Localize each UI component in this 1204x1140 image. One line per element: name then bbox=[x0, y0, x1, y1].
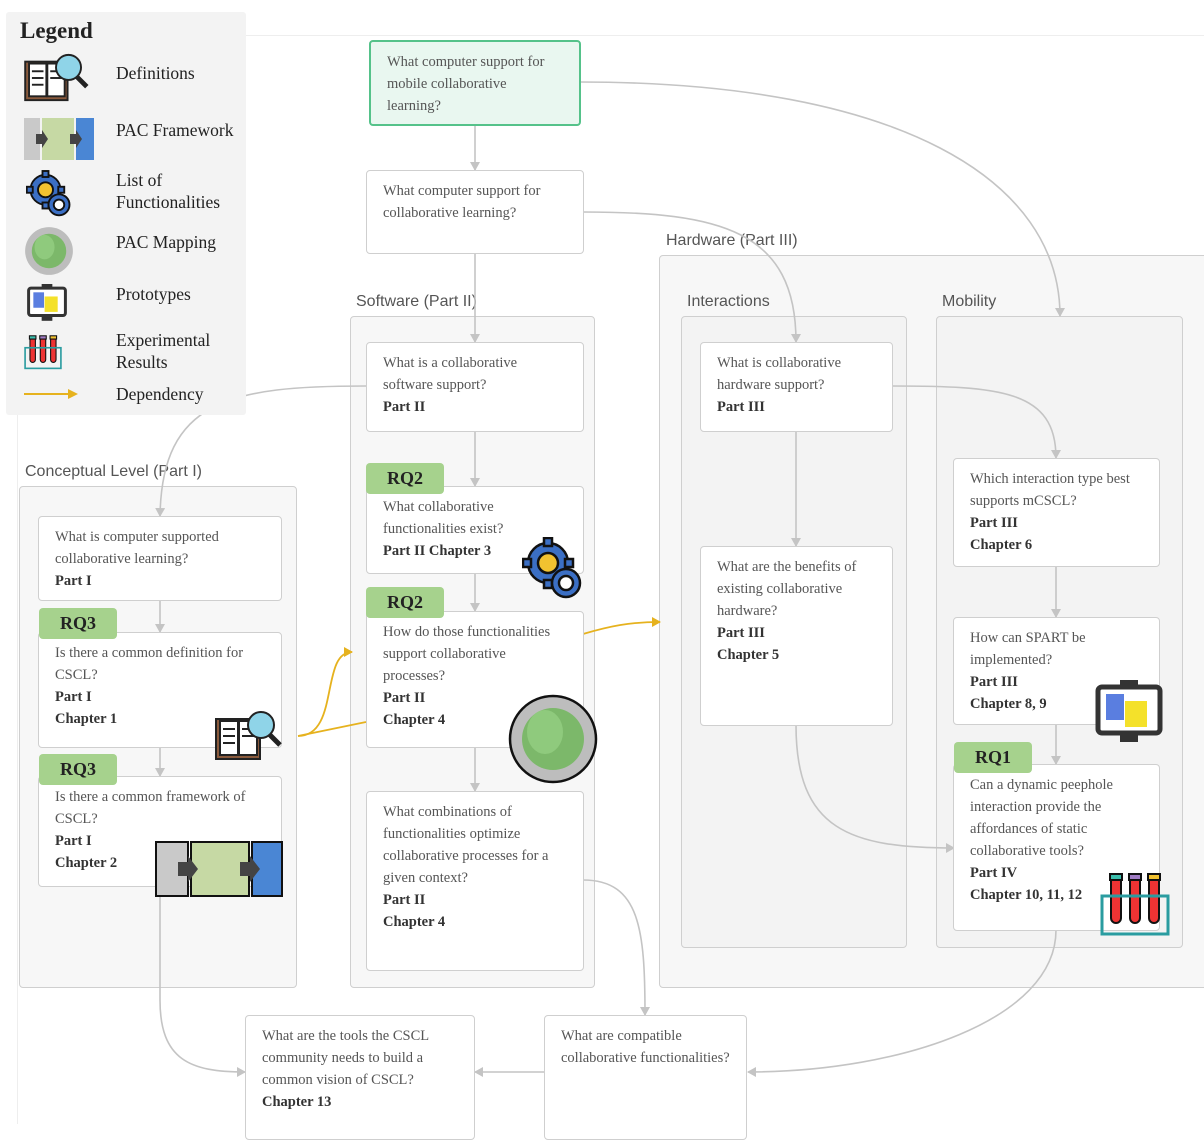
node-question: Can a dynamic peephole interaction provi… bbox=[970, 777, 1113, 859]
node-mobility-interaction-type[interactable]: Which interaction type best supports mCS… bbox=[953, 458, 1160, 567]
group-software-label: Software (Part II) bbox=[356, 293, 477, 310]
node-question: What are compatible collaborative functi… bbox=[561, 1028, 730, 1066]
book-magnifier-icon bbox=[24, 53, 89, 102]
node-part: Part I bbox=[55, 833, 92, 849]
node-part: Part III bbox=[717, 625, 765, 641]
green-circle-icon bbox=[508, 694, 598, 784]
node-chapter: Chapter 4 bbox=[383, 712, 446, 728]
legend-label-pac-mapping: PAC Mapping bbox=[116, 232, 217, 252]
edge-definition-to-processes bbox=[297, 647, 353, 737]
edge-root-to-mobility bbox=[579, 81, 1065, 317]
edge-definition-to-processes-b bbox=[297, 721, 367, 737]
node-chapter: Chapter 13 bbox=[262, 1094, 332, 1110]
node-software-support[interactable]: What is a collaborative software support… bbox=[366, 342, 584, 432]
arrow-icon bbox=[24, 389, 78, 399]
green-circle-icon bbox=[25, 227, 73, 275]
node-part: Part IV bbox=[970, 865, 1018, 881]
node-conceptual-cscl[interactable]: What is computer supported collaborative… bbox=[38, 516, 282, 601]
gears-icon bbox=[26, 170, 71, 217]
canvas-top-border bbox=[18, 35, 1204, 36]
node-question: Is there a common framework of CSCL? bbox=[55, 789, 246, 827]
edge-combinations-to-compatible bbox=[582, 879, 650, 1016]
legend-label-pac-framework: PAC Framework bbox=[116, 120, 234, 140]
rq-badge: RQ3 bbox=[39, 608, 117, 639]
node-chapter: Chapter 4 bbox=[383, 914, 446, 930]
node-question: What computer support for mobile collabo… bbox=[387, 54, 545, 114]
group-mobility-label: Mobility bbox=[942, 293, 997, 310]
legend-label-dependency: Dependency bbox=[116, 384, 204, 404]
node-chapter: Chapter 2 bbox=[55, 855, 118, 871]
node-chapter: Chapter 6 bbox=[970, 537, 1033, 553]
legend-panel: Legend Definitions PAC Framework bbox=[6, 12, 246, 415]
node-part: Part III bbox=[970, 515, 1018, 531]
node-compatible-functionalities[interactable]: What are compatible collaborative functi… bbox=[544, 1015, 747, 1140]
rq-badge: RQ3 bbox=[39, 754, 117, 785]
node-part: Part III bbox=[970, 674, 1018, 690]
legend-label-functionalities: List of Functionalities bbox=[116, 170, 221, 212]
tablet-device-icon bbox=[1095, 680, 1163, 742]
node-part: Part III bbox=[717, 399, 765, 415]
test-tubes-icon bbox=[1100, 873, 1170, 936]
node-question: What are the benefits of existing collab… bbox=[717, 559, 857, 619]
node-question: What combinations of functionalities opt… bbox=[383, 804, 549, 886]
node-collaborative-learning-support[interactable]: What computer support for collaborative … bbox=[366, 170, 584, 254]
book-magnifier-icon bbox=[215, 711, 282, 760]
legend-label-prototypes: Prototypes bbox=[116, 284, 191, 304]
edge-collab-to-hw bbox=[582, 211, 801, 343]
node-question: What computer support for collaborative … bbox=[383, 183, 541, 221]
canvas-left-border bbox=[17, 35, 18, 1124]
node-software-functionalities[interactable]: What collaborative functionalities exist… bbox=[366, 486, 584, 574]
node-chapter: Chapter 1 bbox=[55, 711, 118, 727]
rq-badge: RQ2 bbox=[366, 587, 444, 618]
node-hardware-support[interactable]: What is collaborative hardware support? … bbox=[700, 342, 893, 432]
node-part: Part II Chapter 3 bbox=[383, 543, 492, 559]
node-part: Part I bbox=[55, 573, 92, 589]
rq-badge: RQ1 bbox=[954, 742, 1032, 773]
edge-peephole-to-compatible bbox=[747, 929, 1057, 1077]
node-question: What is collaborative hardware support? bbox=[717, 355, 842, 393]
node-chapter: Chapter 10, 11, 12 bbox=[970, 887, 1083, 903]
node-question: What is a collaborative software support… bbox=[383, 355, 518, 393]
node-question: How do those functionalities support col… bbox=[383, 624, 551, 684]
rq-badge: RQ2 bbox=[366, 463, 444, 494]
group-hardware-label: Hardware (Part III) bbox=[666, 232, 798, 249]
node-part: Part II bbox=[383, 690, 426, 706]
edge-framework-to-tools bbox=[159, 886, 246, 1077]
edge-benefits-to-peephole bbox=[795, 724, 955, 853]
node-chapter: Chapter 5 bbox=[717, 647, 780, 663]
node-question: What collaborative functionalities exist… bbox=[383, 499, 504, 537]
node-question: What is computer supported collaborative… bbox=[55, 529, 219, 567]
node-chapter: Chapter 8, 9 bbox=[970, 696, 1047, 712]
node-tools[interactable]: What are the tools the CSCL community ne… bbox=[245, 1015, 475, 1140]
node-question: Is there a common definition for CSCL? bbox=[55, 645, 244, 683]
node-question: What are the tools the CSCL community ne… bbox=[262, 1028, 429, 1110]
node-software-combinations[interactable]: What combinations of functionalities opt… bbox=[366, 791, 584, 971]
test-tubes-icon bbox=[24, 335, 62, 370]
edge-hw-to-mobility bbox=[889, 385, 1061, 459]
edge-processes-to-hardware bbox=[582, 617, 661, 635]
legend-title: Legend bbox=[20, 18, 93, 43]
node-question: How can SPART be implemented? bbox=[970, 630, 1086, 668]
gears-icon bbox=[522, 537, 582, 599]
node-hardware-benefits[interactable]: What are the benefits of existing collab… bbox=[700, 546, 893, 726]
group-interactions-label: Interactions bbox=[687, 293, 770, 310]
legend-label-experimental-results: Experimental Results bbox=[116, 330, 211, 372]
node-part: Part II bbox=[383, 892, 426, 908]
node-mobility-peephole[interactable]: Can a dynamic peephole interaction provi… bbox=[953, 764, 1160, 931]
legend-label-definitions: Definitions bbox=[116, 63, 195, 83]
node-question: Which interaction type best supports mCS… bbox=[970, 471, 1130, 509]
tablet-device-icon bbox=[27, 284, 67, 321]
pac-framework-icon bbox=[155, 841, 283, 897]
group-conceptual-label: Conceptual Level (Part I) bbox=[25, 463, 202, 480]
pac-framework-icon bbox=[24, 118, 94, 160]
node-mobile-collaborative-learning[interactable]: What computer support for mobile collabo… bbox=[369, 40, 581, 126]
node-part: Part II bbox=[383, 399, 426, 415]
node-part: Part I bbox=[55, 689, 92, 705]
